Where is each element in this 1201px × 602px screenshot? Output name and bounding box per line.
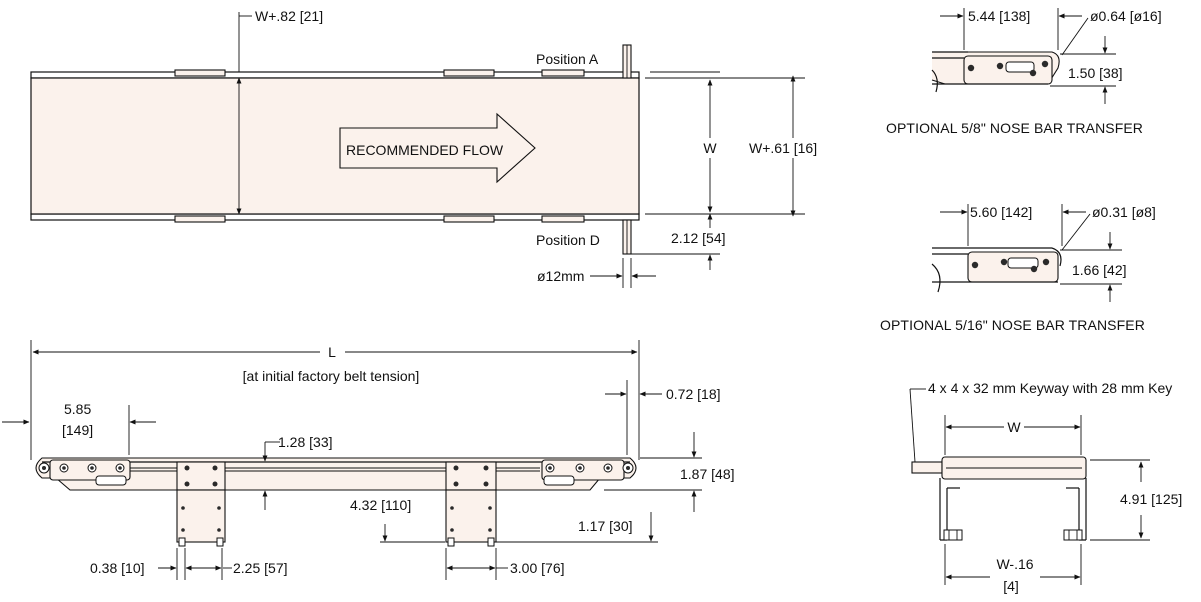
end-dim-w-minus-16-b: [4]: [1003, 578, 1019, 594]
dim-w-top: W: [703, 140, 717, 156]
dim-12mm: ø12mm: [537, 268, 584, 284]
stand-left: [176, 461, 226, 547]
dim-0-72: 0.72 [18]: [666, 386, 721, 402]
nose-5-16-diameter: ø0.31 [ø8]: [1092, 204, 1156, 220]
nose-5-8-caption: OPTIONAL 5/8" NOSE BAR TRANSFER: [886, 120, 1143, 136]
nose-bar-5-8-detail: 5.44 [138] ø0.64 [ø16] 1.50 [38] OPTIONA…: [886, 8, 1162, 136]
nose-5-8-height: 1.50 [38]: [1068, 65, 1123, 81]
dim-w-plus-61: W+.61 [16]: [749, 140, 817, 156]
nose-5-16-height: 1.66 [42]: [1072, 262, 1127, 278]
end-dim-4-91: 4.91 [125]: [1120, 491, 1182, 507]
side-view: L [at initial factory belt tension]: [2, 340, 735, 580]
dim-2-12: 2.12 [54]: [671, 230, 726, 246]
stand-right: [445, 461, 497, 547]
dim-1-17: 1.17 [30]: [578, 518, 633, 534]
end-view: 4 x 4 x 32 mm Keyway with 28 mm Key W 4.…: [909, 380, 1182, 594]
nose-5-8-diameter: ø0.64 [ø16]: [1090, 8, 1162, 24]
dim-1-28: 1.28 [33]: [278, 434, 333, 450]
nose-5-16-length: 5.60 [142]: [970, 204, 1032, 220]
dim-4-32: 4.32 [110]: [350, 497, 411, 513]
position-d-label: Position D: [536, 232, 600, 248]
dim-2-25: 2.25 [57]: [233, 560, 288, 576]
end-dim-w: W: [1007, 419, 1021, 435]
dim-5-85-a: 5.85: [64, 401, 91, 417]
top-view: W+.82 [21] Position A Position D RECOMME…: [30, 8, 821, 288]
nose-bar-5-16-detail: 5.60 [142] ø0.31 [ø8] 1.66 [42] OPTIONAL…: [880, 204, 1156, 333]
nose-5-8-length: 5.44 [138]: [968, 8, 1030, 24]
nose-5-16-caption: OPTIONAL 5/16" NOSE BAR TRANSFER: [880, 317, 1145, 333]
dim-l-note: [at initial factory belt tension]: [243, 368, 420, 384]
dim-0-38: 0.38 [10]: [90, 560, 145, 576]
dim-w-plus-82: W+.82 [21]: [255, 8, 323, 24]
dim-3-00: 3.00 [76]: [510, 560, 565, 576]
flow-label: RECOMMENDED FLOW: [346, 142, 504, 158]
dim-1-87: 1.87 [48]: [680, 466, 735, 482]
end-dim-w-minus-16-a: W-.16: [996, 556, 1033, 572]
keyway-note: 4 x 4 x 32 mm Keyway with 28 mm Key: [928, 380, 1172, 396]
dim-l: L: [328, 344, 336, 360]
dim-5-85-b: [149]: [62, 422, 93, 438]
flow-arrow: [339, 112, 536, 184]
belt-top-view: [30, 77, 640, 215]
position-a-label: Position A: [536, 51, 599, 67]
